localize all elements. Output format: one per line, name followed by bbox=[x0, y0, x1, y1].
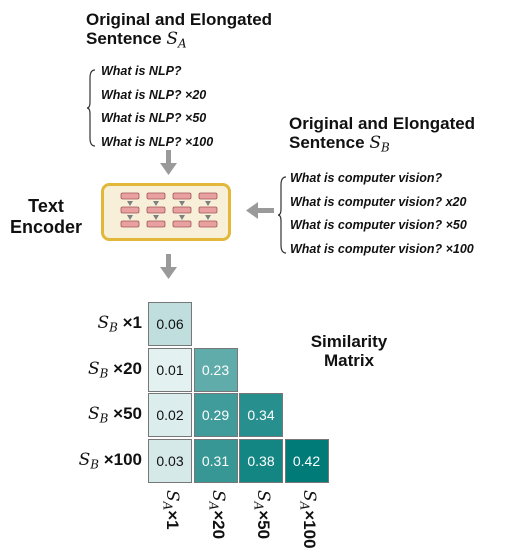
encoder-token bbox=[172, 206, 192, 214]
heading-b-line1: Original and Elongated bbox=[289, 114, 476, 133]
arrow-left-icon bbox=[246, 202, 274, 219]
encoder-arrow-icon bbox=[179, 215, 185, 220]
encoder-token bbox=[198, 206, 218, 214]
sentence-a-item: What is NLP? ×50 bbox=[101, 111, 207, 125]
sentences-b-list: What is computer vision? What is compute… bbox=[290, 167, 474, 261]
sentence-a-item: What is NLP? ×20 bbox=[101, 87, 207, 102]
heading-a-line1: Original and Elongated bbox=[86, 10, 273, 29]
brace-a bbox=[86, 68, 96, 148]
heading-b-line2: Sentence bbox=[289, 133, 365, 152]
matrix-col-label: SA×50 bbox=[251, 490, 273, 540]
brace-b bbox=[277, 175, 287, 255]
matrix-row-label: SB ×1 bbox=[97, 313, 142, 335]
encoder-arrow-icon bbox=[153, 215, 159, 220]
brace-b-icon bbox=[277, 176, 287, 254]
encoder-arrow-icon bbox=[179, 201, 185, 206]
encoder-token bbox=[172, 220, 192, 228]
heading-a-line2: Sentence bbox=[86, 29, 162, 48]
encoder-arrow-icon bbox=[127, 201, 133, 206]
matrix-cell: 0.03 bbox=[148, 438, 192, 483]
matrix-cell: 0.42 bbox=[284, 438, 329, 483]
encoder-arrow-icon bbox=[205, 201, 211, 206]
encoder-token bbox=[146, 220, 166, 228]
text-encoder-box bbox=[101, 183, 231, 241]
encoder-token bbox=[198, 220, 218, 228]
encoder-token bbox=[146, 192, 166, 200]
sentence-b-item: What is computer vision? ×100 bbox=[290, 241, 474, 256]
matrix-cell: 0.29 bbox=[193, 393, 238, 437]
similarity-matrix-title: Similarity Matrix bbox=[310, 332, 388, 370]
encoder-arrow-icon bbox=[153, 201, 159, 206]
matrix-row-label: SB ×50 bbox=[88, 404, 142, 426]
encoder-token bbox=[120, 206, 140, 214]
matrix-cell: 0.02 bbox=[148, 393, 192, 437]
matrix-row-label: SB ×100 bbox=[78, 449, 142, 472]
matrix-cell: 0.23 bbox=[193, 347, 238, 392]
matrix-col-label: SA×100 bbox=[296, 490, 319, 549]
heading-sentence-b: Original and Elongated Sentence SB bbox=[289, 114, 475, 158]
sentences-a-list: What is NLP? What is NLP? ×20 What is NL… bbox=[101, 60, 213, 154]
matrix-cell: 0.38 bbox=[239, 438, 283, 483]
matrix-col-label: SA×1 bbox=[160, 490, 182, 530]
matrix-cell: 0.06 bbox=[148, 302, 192, 346]
matrix-cell: 0.31 bbox=[193, 438, 238, 483]
sentence-a-item: What is NLP? bbox=[101, 64, 182, 78]
encoder-token bbox=[198, 192, 218, 200]
sentence-b-item: What is computer vision? x20 bbox=[290, 194, 467, 209]
matrix-cell: 0.01 bbox=[148, 347, 192, 392]
brace-a-icon bbox=[86, 69, 96, 147]
arrow-down-icon bbox=[160, 150, 177, 175]
sentence-a-item: What is NLP? ×100 bbox=[101, 134, 214, 149]
encoder-arrow-icon bbox=[127, 215, 133, 220]
encoder-network-icon bbox=[101, 183, 231, 241]
matrix-cell: 0.34 bbox=[239, 393, 283, 437]
encoder-arrow-icon bbox=[205, 215, 211, 220]
heading-b-symbol: SB bbox=[369, 133, 390, 155]
heading-sentence-a: Original and Elongated Sentence SA bbox=[86, 10, 272, 54]
matrix-col-label: SA×20 bbox=[205, 490, 228, 540]
matrix-row-label: SB ×20 bbox=[88, 358, 142, 381]
encoder-token bbox=[120, 192, 140, 200]
arrow-down-icon bbox=[160, 254, 177, 279]
heading-a-symbol: SA bbox=[166, 29, 187, 51]
sentence-b-item: What is computer vision? ×50 bbox=[290, 218, 467, 232]
sentence-b-item: What is computer vision? bbox=[290, 171, 443, 185]
encoder-token bbox=[120, 220, 140, 228]
encoder-token bbox=[172, 192, 192, 200]
encoder-token bbox=[146, 206, 166, 214]
encoder-label: Text Encoder bbox=[9, 196, 83, 237]
